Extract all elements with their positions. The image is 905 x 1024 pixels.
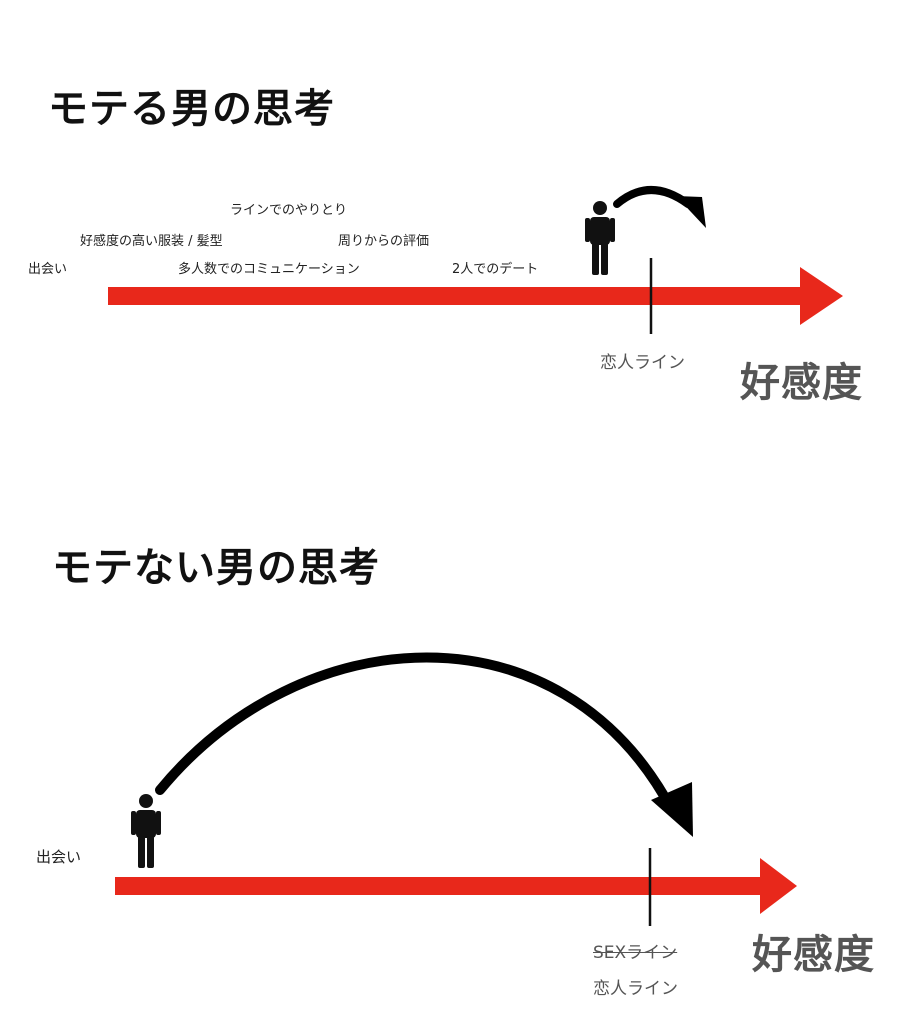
unpopular-lover-line-label: 恋人ライン — [593, 979, 678, 999]
step-group-communication: 多人数でのコミュニケーション — [178, 262, 360, 277]
curved-arrow-icon — [613, 186, 706, 228]
step-reputation: 周りからの評価 — [338, 234, 430, 249]
unpopular-title: モテない男の思考 — [52, 545, 380, 591]
curved-arrow-icon — [155, 652, 693, 837]
person-icon — [131, 794, 161, 868]
popular-axis-label: 好感度 — [740, 360, 863, 406]
popular-lover-line-label: 恋人ライン — [600, 353, 685, 373]
unpopular-step-start: 出会い — [36, 848, 82, 866]
unpopular-axis-arrow — [115, 858, 797, 914]
step-two-person-date: 2人でのデート — [452, 262, 539, 277]
sex-line-label: SEXライン — [593, 943, 678, 963]
popular-axis-arrow — [108, 267, 843, 325]
step-start: 出会い — [28, 262, 68, 277]
step-line-chat: ラインでのやりとり — [230, 203, 348, 218]
popular-title: モテる男の思考 — [48, 86, 335, 132]
step-appearance: 好感度の高い服装 / 髪型 — [80, 234, 223, 249]
unpopular-axis-label: 好感度 — [752, 932, 875, 978]
person-icon — [585, 201, 615, 275]
